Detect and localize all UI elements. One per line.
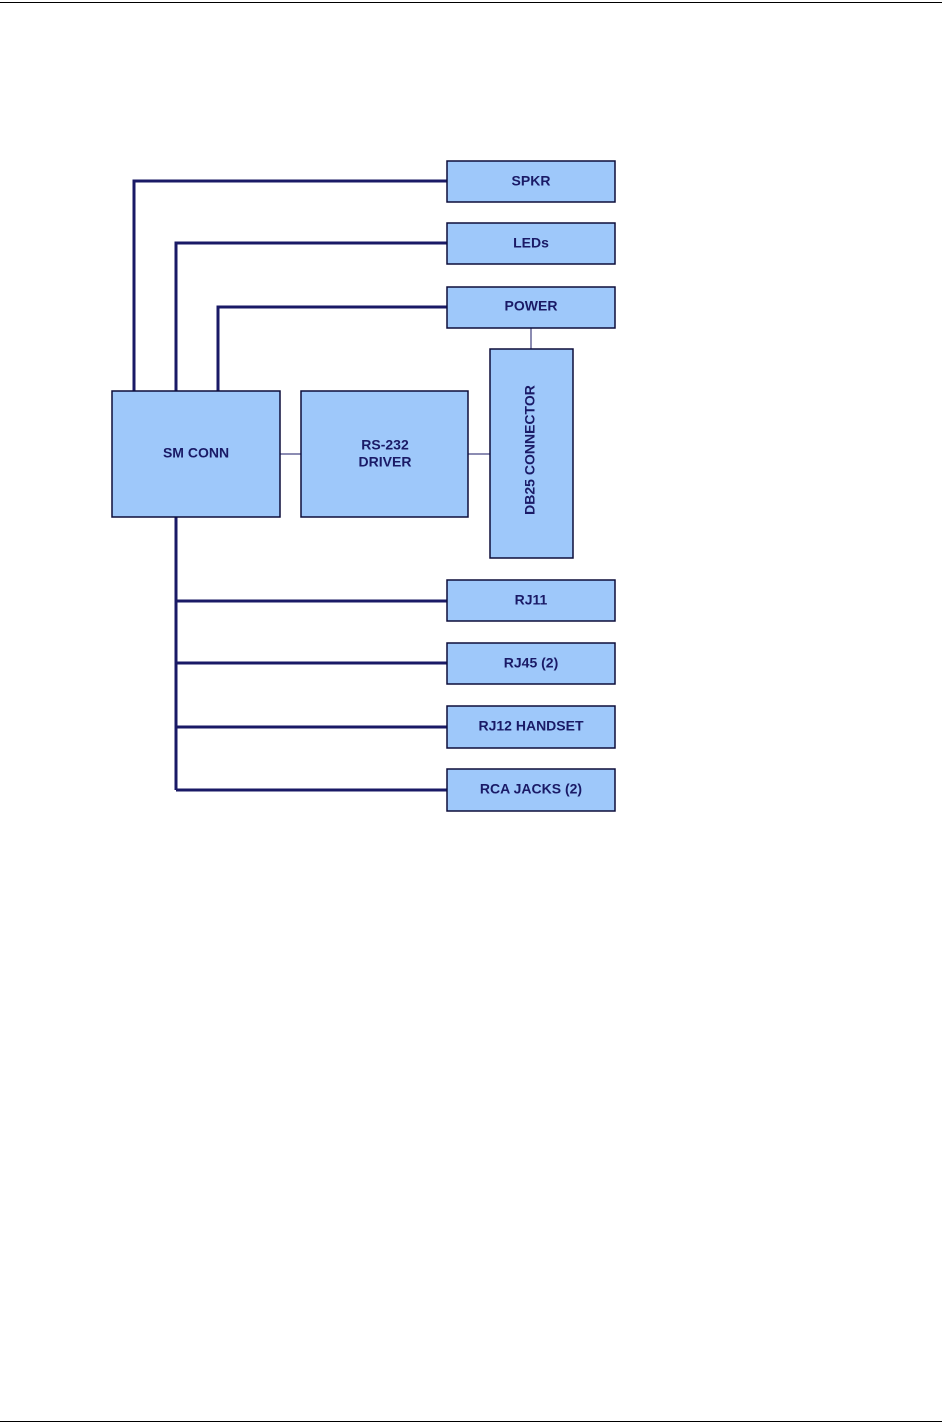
block-rj11-label: RJ11: [515, 592, 548, 608]
block-rs232-driver: RS-232 DRIVER: [301, 391, 468, 517]
block-rj11: RJ11: [447, 580, 615, 621]
block-spkr-label: SPKR: [512, 173, 551, 189]
block-rca-jacks: RCA JACKS (2): [447, 769, 615, 811]
block-spkr: SPKR: [447, 161, 615, 202]
block-rs232-label-line1: RS-232: [361, 437, 409, 453]
block-db25-label: DB25 CONNECTOR: [522, 385, 538, 515]
block-sm-conn: SM CONN: [112, 391, 280, 517]
block-power-label: POWER: [505, 298, 558, 314]
block-rj45: RJ45 (2): [447, 643, 615, 684]
block-power: POWER: [447, 287, 615, 328]
block-db25-connector: DB25 CONNECTOR: [490, 349, 573, 558]
block-rj12-label: RJ12 HANDSET: [478, 718, 583, 734]
block-rj12-handset: RJ12 HANDSET: [447, 706, 615, 748]
block-leds: LEDs: [447, 223, 615, 264]
block-rs232-label-line2: DRIVER: [359, 454, 412, 470]
block-rca-label: RCA JACKS (2): [480, 781, 582, 797]
block-leds-label: LEDs: [513, 235, 549, 251]
block-rj45-label: RJ45 (2): [504, 655, 558, 671]
block-sm-conn-label: SM CONN: [163, 445, 229, 461]
wire-power: [218, 307, 447, 391]
wire-spkr: [134, 181, 447, 391]
footer-rule: [0, 1421, 942, 1422]
